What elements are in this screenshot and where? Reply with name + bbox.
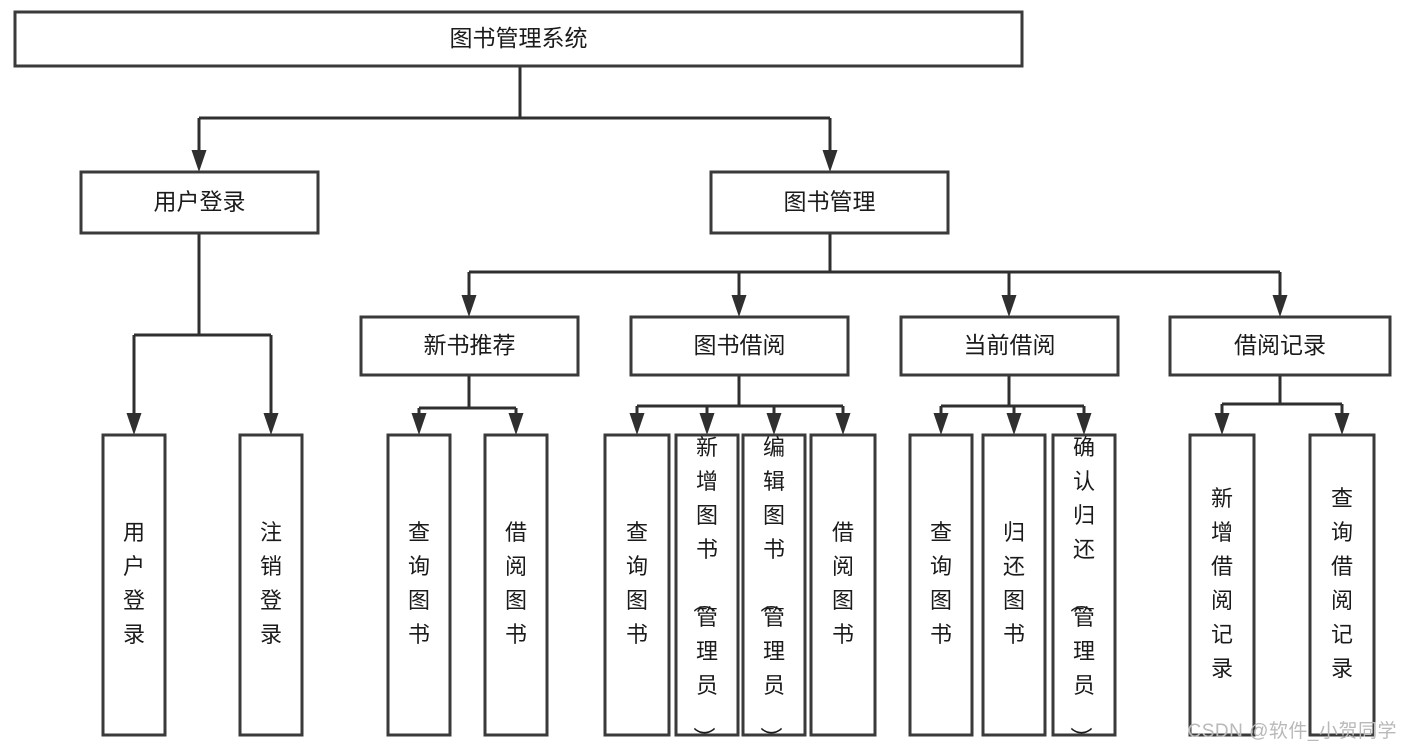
- arrow-head-icon: [508, 413, 524, 435]
- node-user-login-label: 用户登录: [154, 189, 246, 215]
- node-root-label: 图书管理系统: [450, 25, 588, 51]
- connector-root-to-level2: [191, 66, 838, 172]
- leaf-user-logout-label: 注销登录: [260, 520, 282, 647]
- leaf-borrow-book-newbook[interactable]: 借阅图书: [483, 433, 549, 737]
- leaf-query-borrow-record-label: 查询借阅记录: [1331, 486, 1353, 681]
- leaf-query-book-borrow-label: 查询图书: [626, 520, 648, 647]
- leaf-add-borrow-record[interactable]: 新增借阅记录: [1188, 433, 1256, 737]
- arrow-head-icon: [1272, 295, 1288, 317]
- leaf-borrow-book-box[interactable]: [809, 433, 877, 737]
- arrow-head-icon: [835, 413, 851, 435]
- node-current-borrow-label: 当前借阅: [964, 332, 1056, 358]
- node-current-borrow[interactable]: 当前借阅: [899, 315, 1120, 377]
- arrow-head-icon: [461, 295, 477, 317]
- connector-borrow-record-to-leaves: [1214, 375, 1350, 435]
- arrow-head-icon: [699, 413, 715, 435]
- node-root[interactable]: 图书管理系统: [13, 10, 1024, 68]
- arrow-head-icon: [1214, 413, 1230, 435]
- arrow-head-icon: [191, 150, 207, 172]
- leaf-user-login[interactable]: 用户登录: [101, 433, 167, 737]
- leaf-return-book-label: 归还图书: [1003, 520, 1025, 647]
- arrow-head-icon: [126, 413, 142, 435]
- connector-new-book-to-leaves: [411, 375, 524, 435]
- leaf-return-book[interactable]: 归还图书: [981, 433, 1047, 737]
- leaf-borrow-book-label: 借阅图书: [832, 520, 854, 647]
- leaf-query-book-newbook-box[interactable]: [386, 433, 452, 737]
- leaf-query-borrow-record[interactable]: 查询借阅记录: [1308, 433, 1376, 737]
- leaf-query-book-current[interactable]: 查询图书: [908, 433, 974, 737]
- node-book-borrow-box[interactable]: [629, 315, 850, 377]
- arrow-head-icon: [411, 413, 427, 435]
- leaf-add-borrow-record-box[interactable]: [1188, 433, 1256, 737]
- leaf-borrow-book-newbook-label: 借阅图书: [505, 520, 527, 647]
- leaf-user-login-label: 用户登录: [123, 520, 145, 647]
- node-new-book-recommend-label: 新书推荐: [424, 332, 516, 358]
- leaf-add-book-admin-label: 新增图书（管理员）: [691, 435, 718, 747]
- node-new-book-recommend[interactable]: 新书推荐: [359, 315, 580, 377]
- leaf-add-book-admin[interactable]: 新增图书（管理员）: [674, 433, 740, 747]
- node-borrow-record-box[interactable]: [1168, 315, 1392, 377]
- node-user-login[interactable]: 用户登录: [79, 170, 320, 235]
- leaf-confirm-return-admin-box[interactable]: [1051, 433, 1117, 737]
- node-book-manage[interactable]: 图书管理: [709, 170, 950, 235]
- arrow-head-icon: [1334, 413, 1350, 435]
- arrow-head-icon: [629, 413, 645, 435]
- leaf-query-book-borrow-box[interactable]: [603, 433, 671, 737]
- leaf-edit-book-admin-label: 编辑图书（管理员）: [758, 435, 785, 747]
- arrow-head-icon: [1076, 413, 1092, 435]
- arrow-head-icon: [822, 150, 838, 172]
- leaf-query-book-borrow[interactable]: 查询图书: [603, 433, 671, 737]
- leaf-confirm-return-admin-label: 确认归还（管理员）: [1068, 435, 1095, 747]
- leaf-user-logout-box[interactable]: [238, 433, 304, 737]
- node-book-borrow-label: 图书借阅: [694, 332, 786, 358]
- leaf-edit-book-admin-box[interactable]: [741, 433, 807, 737]
- leaf-edit-book-admin[interactable]: 编辑图书（管理员）: [741, 433, 807, 747]
- connector-book-borrow-to-leaves: [629, 375, 851, 435]
- leaf-add-borrow-record-label: 新增借阅记录: [1211, 486, 1233, 681]
- leaf-user-logout[interactable]: 注销登录: [238, 433, 304, 737]
- node-book-manage-label: 图书管理: [784, 189, 876, 215]
- node-borrow-record[interactable]: 借阅记录: [1168, 315, 1392, 377]
- node-borrow-record-label: 借阅记录: [1234, 332, 1326, 358]
- leaf-borrow-book[interactable]: 借阅图书: [809, 433, 877, 737]
- leaf-query-borrow-record-box[interactable]: [1308, 433, 1376, 737]
- node-book-borrow[interactable]: 图书借阅: [629, 315, 850, 377]
- leaf-query-book-current-box[interactable]: [908, 433, 974, 737]
- leaf-query-book-newbook[interactable]: 查询图书: [386, 433, 452, 737]
- leaf-confirm-return-admin[interactable]: 确认归还（管理员）: [1051, 433, 1117, 747]
- leaf-return-book-box[interactable]: [981, 433, 1047, 737]
- node-root-box[interactable]: [13, 10, 1024, 68]
- leaf-borrow-book-newbook-box[interactable]: [483, 433, 549, 737]
- node-new-book-recommend-box[interactable]: [359, 315, 580, 377]
- leaf-user-login-box[interactable]: [101, 433, 167, 737]
- node-book-manage-box[interactable]: [709, 170, 950, 235]
- arrow-head-icon: [731, 295, 747, 317]
- leaf-query-book-current-label: 查询图书: [930, 520, 952, 647]
- arrow-head-icon: [263, 413, 279, 435]
- leaf-add-book-admin-box[interactable]: [674, 433, 740, 737]
- connector-book-manage-to-level3: [461, 233, 1288, 317]
- connector-current-borrow-to-leaves: [933, 375, 1092, 435]
- leaf-query-book-newbook-label: 查询图书: [408, 520, 430, 647]
- arrow-head-icon: [1001, 295, 1017, 317]
- node-current-borrow-box[interactable]: [899, 315, 1120, 377]
- arrow-head-icon: [1006, 413, 1022, 435]
- connector-user-login-to-leaves: [126, 233, 279, 435]
- arrow-head-icon: [766, 413, 782, 435]
- node-user-login-box[interactable]: [79, 170, 320, 235]
- arrow-head-icon: [933, 413, 949, 435]
